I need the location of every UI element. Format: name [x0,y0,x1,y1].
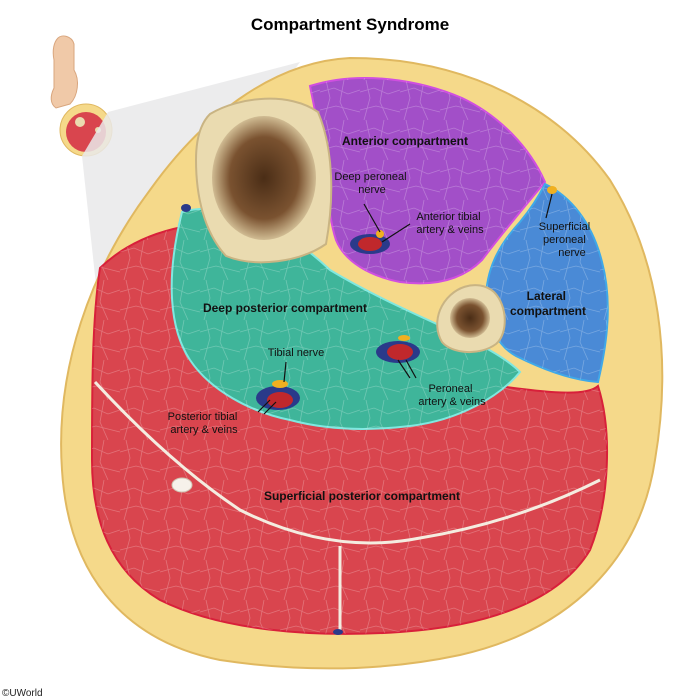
anterior-tibial-bundle [350,230,390,254]
fibula-marrow [450,298,490,338]
anterior-compartment-label: Anterior compartment [342,134,468,148]
peroneal-label: Peroneal artery & veins [418,383,486,408]
lateral-compartment-label: Lateral compartment [510,289,586,318]
sural-vein [171,477,193,493]
deep-peroneal-nerve-label: Deep peroneal nerve [334,171,409,196]
superficial-posterior-compartment-label: Superficial posterior compartment [264,489,460,503]
lateral-label-line2: compartment [510,304,586,318]
anterior-tibial-label: Anterior tibial artery & veins [416,211,484,236]
foot-icon [50,35,78,109]
pointer-lines [257,193,553,415]
peroneal-bundle [376,335,420,363]
tibial-nerve-label: Tibial nerve [268,347,324,359]
tibia-marrow [212,116,316,240]
posterior-tibial-label: Posterior tibial artery & veins [168,411,241,436]
superficial-peroneal-nerve-label: Superficial peroneal nerve [539,221,593,259]
page-title: Compartment Syndrome [251,15,449,34]
superficial-peroneal-nerve-dot [547,186,557,194]
tibial-nerve-dot [272,380,288,388]
copyright-credit: ©UWorld [2,688,43,699]
deep-peroneal-nerve-dot [376,230,384,238]
deep-posterior-compartment-label: Deep posterior compartment [203,301,367,315]
sural-nerve [333,629,343,635]
fascial-septum-line [93,380,601,545]
lateral-label-line1: Lateral [527,289,566,303]
saphenous-vein [181,204,191,212]
